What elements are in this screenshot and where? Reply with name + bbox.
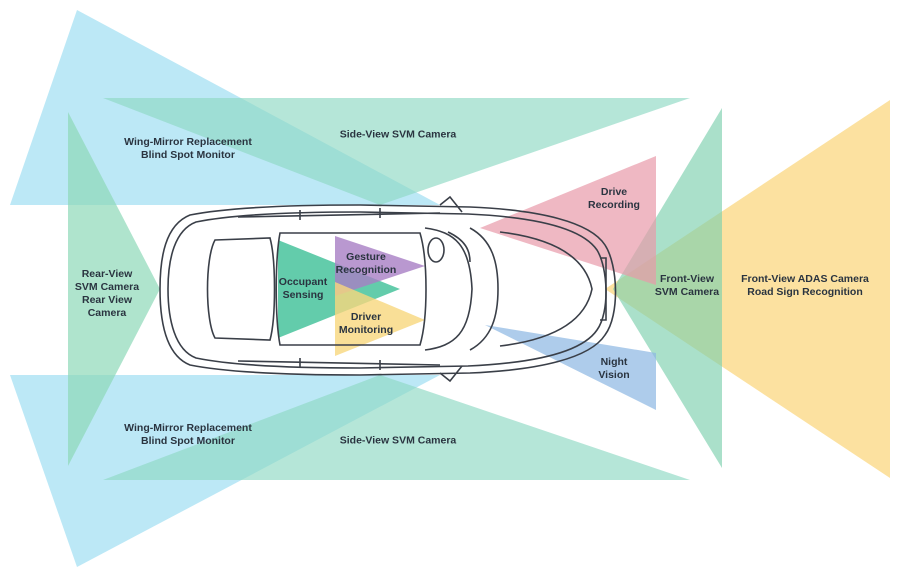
label-front-view-svm-line: Front-View [659,273,715,285]
label-side-view-top: Side-View SVM Camera [340,129,457,142]
label-night-vision-line: Night [600,356,628,368]
label-side-view-top-line: Side-View SVM Camera [339,128,457,141]
gesture-zone [335,236,425,296]
side-view-bottom-zone [103,375,690,480]
night-vision-zone [485,325,656,410]
front-adas-zone [605,100,890,478]
label-side-view-bottom: Side-View SVM Camera [340,435,457,448]
label-front-adas-line: Road Sign Recognition [747,286,863,298]
label-wing-mirror-top-line: Blind Spot Monitor [141,149,235,161]
label-side-view-bottom-line: Side-View SVM Camera [339,434,457,447]
label-gesture-recognition-line: Recognition [335,264,397,276]
label-front-view-svm-line: SVM Camera [654,286,720,298]
label-night-vision-line: Vision [598,369,630,381]
label-occupant-sensing-line: Sensing [282,289,324,301]
rear-view-zone [68,112,160,466]
label-drive-recording-line: Recording [588,199,640,211]
side-view-top-zone [103,98,690,205]
label-rear-view-line: Rear-View [81,268,133,280]
label-drive-recording-line: Drive [600,186,628,198]
label-rear-view-line: SVM Camera [74,281,140,293]
label-occupant-sensing-line: Occupant [278,276,328,288]
driver-monitoring-zone [335,282,425,356]
label-driver-monitoring-line: Driver [350,311,382,323]
label-front-adas-line: Front-View ADAS Camera [741,273,869,285]
label-wing-mirror-bottom-line: Wing-Mirror Replacement [124,422,252,434]
label-rear-view-line: Camera [87,307,127,319]
label-wing-mirror-bottom-line: Blind Spot Monitor [141,435,235,447]
label-rear-view-line: Rear View [81,294,133,306]
coverage-zones [10,10,890,567]
label-gesture-recognition-line: Gesture [346,251,386,263]
car-outline [159,195,617,383]
label-driver-monitoring-line: Monitoring [338,324,394,336]
label-wing-mirror-top-line: Wing-Mirror Replacement [124,136,252,148]
front-view-svm-zone [613,108,722,468]
